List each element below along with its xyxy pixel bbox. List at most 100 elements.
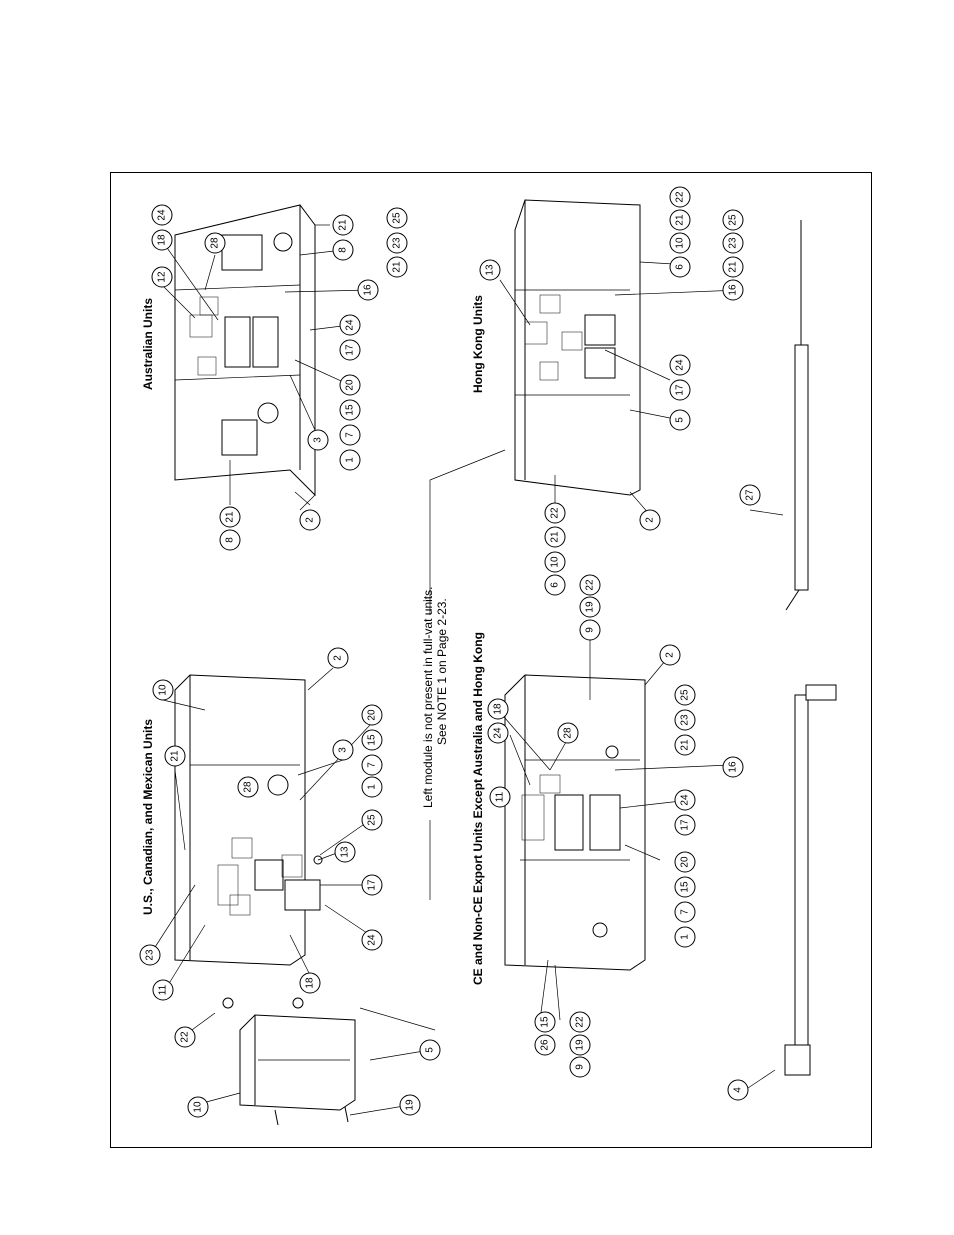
callout-number: 24 [157, 209, 168, 221]
callout-aus-1: 1 [339, 449, 361, 471]
callout-number: 15 [367, 734, 378, 746]
callout-number: 16 [363, 284, 374, 296]
callout-us-3: 3 [332, 739, 354, 761]
callout-hk-13: 13 [479, 259, 501, 281]
callout-circle [674, 876, 696, 898]
callout-circle [579, 619, 601, 641]
callout-circle [151, 229, 173, 251]
callout-number: 28 [243, 781, 254, 793]
callout-number: 12 [157, 271, 168, 283]
callout-aus-24: 24 [151, 204, 173, 226]
leader-lines [149, 244, 784, 1116]
callout-number: 6 [675, 264, 686, 270]
callout-us-13: 13 [334, 841, 356, 863]
callout-us-19: 19 [399, 1094, 421, 1116]
callout-number: 24 [493, 727, 504, 739]
callout-circle [579, 596, 601, 618]
callout-number: 16 [728, 761, 739, 773]
callout-circle [386, 256, 408, 278]
callout-hk-10: 10 [669, 232, 691, 254]
callout-circle [187, 1096, 209, 1118]
callout-number: 22 [575, 1016, 586, 1028]
callout-ce-19: 19 [569, 1034, 591, 1056]
callout-number: 23 [145, 949, 156, 961]
callout-number: 21 [392, 261, 403, 273]
callout-number: 17 [345, 344, 356, 356]
callout-us-28: 28 [237, 776, 259, 798]
callout-hk-16: 16 [722, 279, 744, 301]
callout-aus-28: 28 [204, 232, 226, 254]
callout-number: 20 [680, 856, 691, 868]
callout-circle [674, 734, 696, 756]
callout-number: 7 [367, 762, 378, 768]
callout-aus-15: 15 [339, 399, 361, 421]
callout-number: 28 [563, 727, 574, 739]
callout-ce-23: 23 [674, 709, 696, 731]
callout-circle [151, 204, 173, 226]
title-us-units: U.S., Canadian, and Mexican Units [141, 719, 155, 915]
callout-hk-5: 5 [669, 409, 691, 431]
callout-circle [579, 574, 601, 596]
rod-parts-drawing [784, 220, 837, 1076]
callout-number: 13 [340, 846, 351, 858]
callout-number: 21 [680, 739, 691, 751]
callout-circle [139, 944, 161, 966]
callout-us-21: 21 [164, 745, 186, 767]
callout-circle [339, 399, 361, 421]
callout-number: 3 [313, 437, 324, 443]
callout-circle [386, 207, 408, 229]
callout-hk-22: 22 [579, 574, 601, 596]
callout-number: 22 [585, 579, 596, 591]
ce-unit-drawing [504, 674, 646, 971]
callout-circle [674, 901, 696, 923]
left-module-drawing [222, 997, 356, 1126]
callout-aus-21: 21 [386, 256, 408, 278]
callout-number: 25 [392, 212, 403, 224]
callout-aus-25: 25 [386, 207, 408, 229]
callout-number: 20 [345, 379, 356, 391]
callout-circle [361, 874, 383, 896]
callout-circle [569, 1011, 591, 1033]
callout-aus-7: 7 [339, 424, 361, 446]
callout-aus-21: 21 [219, 506, 241, 528]
title-hongkong-units: Hong Kong Units [471, 295, 485, 393]
callout-us-2: 2 [327, 647, 349, 669]
callout-circle [739, 484, 761, 506]
callout-number: 27 [745, 489, 756, 501]
callout-number: 16 [728, 284, 739, 296]
callout-circle [386, 232, 408, 254]
callout-aus-18: 18 [151, 229, 173, 251]
callout-circle [534, 1034, 556, 1056]
callout-circle [164, 745, 186, 767]
callout-circle [339, 449, 361, 471]
callout-hk-22: 22 [544, 502, 566, 524]
callout-circle [569, 1034, 591, 1056]
callout-number: 10 [158, 684, 169, 696]
callout-aus-3: 3 [307, 429, 329, 451]
callout-number: 24 [675, 359, 686, 371]
callout-circle [722, 756, 744, 778]
callout-circle [152, 979, 174, 1001]
callout-circle [204, 232, 226, 254]
callout-circle [544, 551, 566, 573]
callout-number: 19 [585, 601, 596, 613]
callout-number: 19 [405, 1099, 416, 1111]
callout-aus-20: 20 [339, 374, 361, 396]
callout-number: 25 [367, 814, 378, 826]
callout-aus-8: 8 [219, 529, 241, 551]
callout-ce-22: 22 [569, 1011, 591, 1033]
callout-ce-2: 2 [659, 644, 681, 666]
callout-ce-7: 7 [674, 901, 696, 923]
callout-us-22: 22 [174, 1026, 196, 1048]
callout-ce-17: 17 [674, 814, 696, 836]
callout-circle [237, 776, 259, 798]
callout-circle [361, 704, 383, 726]
callout-number: 22 [550, 507, 561, 519]
callout-circle [361, 729, 383, 751]
callout-number: 3 [338, 747, 349, 753]
note-line-1: Left module is not present in full-vat u… [421, 587, 435, 808]
callout-number: 17 [680, 819, 691, 831]
callout-hk-2: 2 [639, 509, 661, 531]
callout-circle [722, 232, 744, 254]
callout-circle [674, 789, 696, 811]
